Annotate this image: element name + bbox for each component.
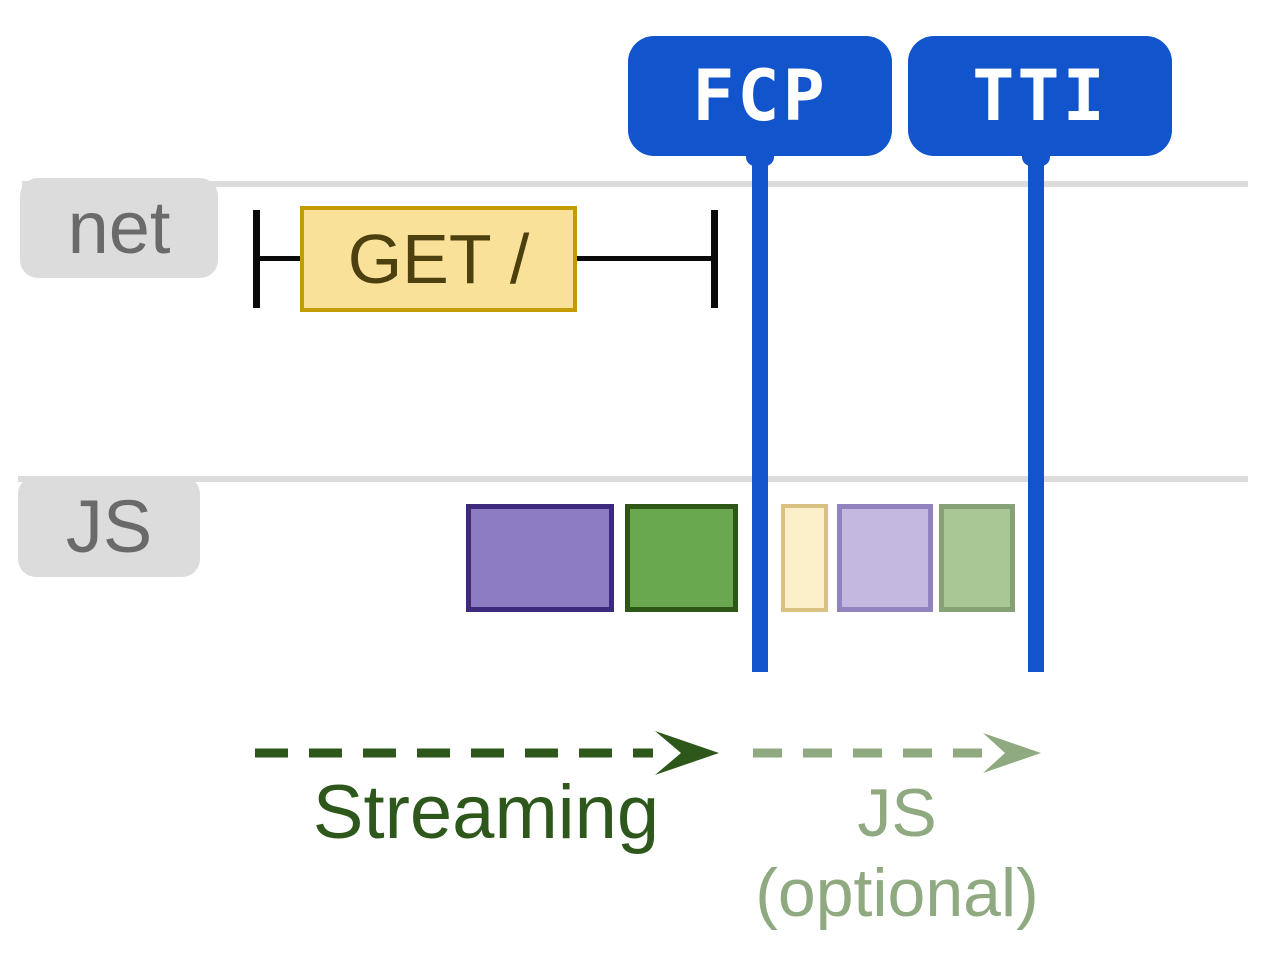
js-chunk-faded-yellow: [781, 504, 828, 612]
request-end-tick: [711, 210, 718, 308]
js-track-line: [18, 476, 1248, 482]
get-request-box: GET /: [300, 206, 577, 312]
js-chunk-faded-green: [939, 504, 1015, 612]
js-optional-phase-label: JS (optional): [723, 774, 1071, 933]
js-chunk-faded-purple: [837, 504, 933, 612]
net-track-label: net: [20, 178, 218, 278]
streaming-arrow-icon: [255, 731, 719, 775]
js-track-label: JS: [18, 476, 200, 577]
tti-badge: TTI: [908, 36, 1172, 156]
js-chunk-solid-green: [625, 504, 738, 612]
fcp-badge: FCP: [628, 36, 892, 156]
js-chunk-solid-purple: [466, 504, 614, 612]
js-optional-phase-label-line1: JS: [857, 775, 937, 851]
request-start-tick: [253, 210, 260, 308]
js-optional-arrow-icon: [753, 733, 1041, 773]
js-optional-phase-label-line2: (optional): [755, 854, 1039, 931]
net-track-line: [22, 181, 1248, 187]
fcp-marker-line: [752, 150, 768, 672]
tti-marker-line: [1028, 150, 1044, 672]
streaming-phase-label: Streaming: [312, 770, 660, 855]
